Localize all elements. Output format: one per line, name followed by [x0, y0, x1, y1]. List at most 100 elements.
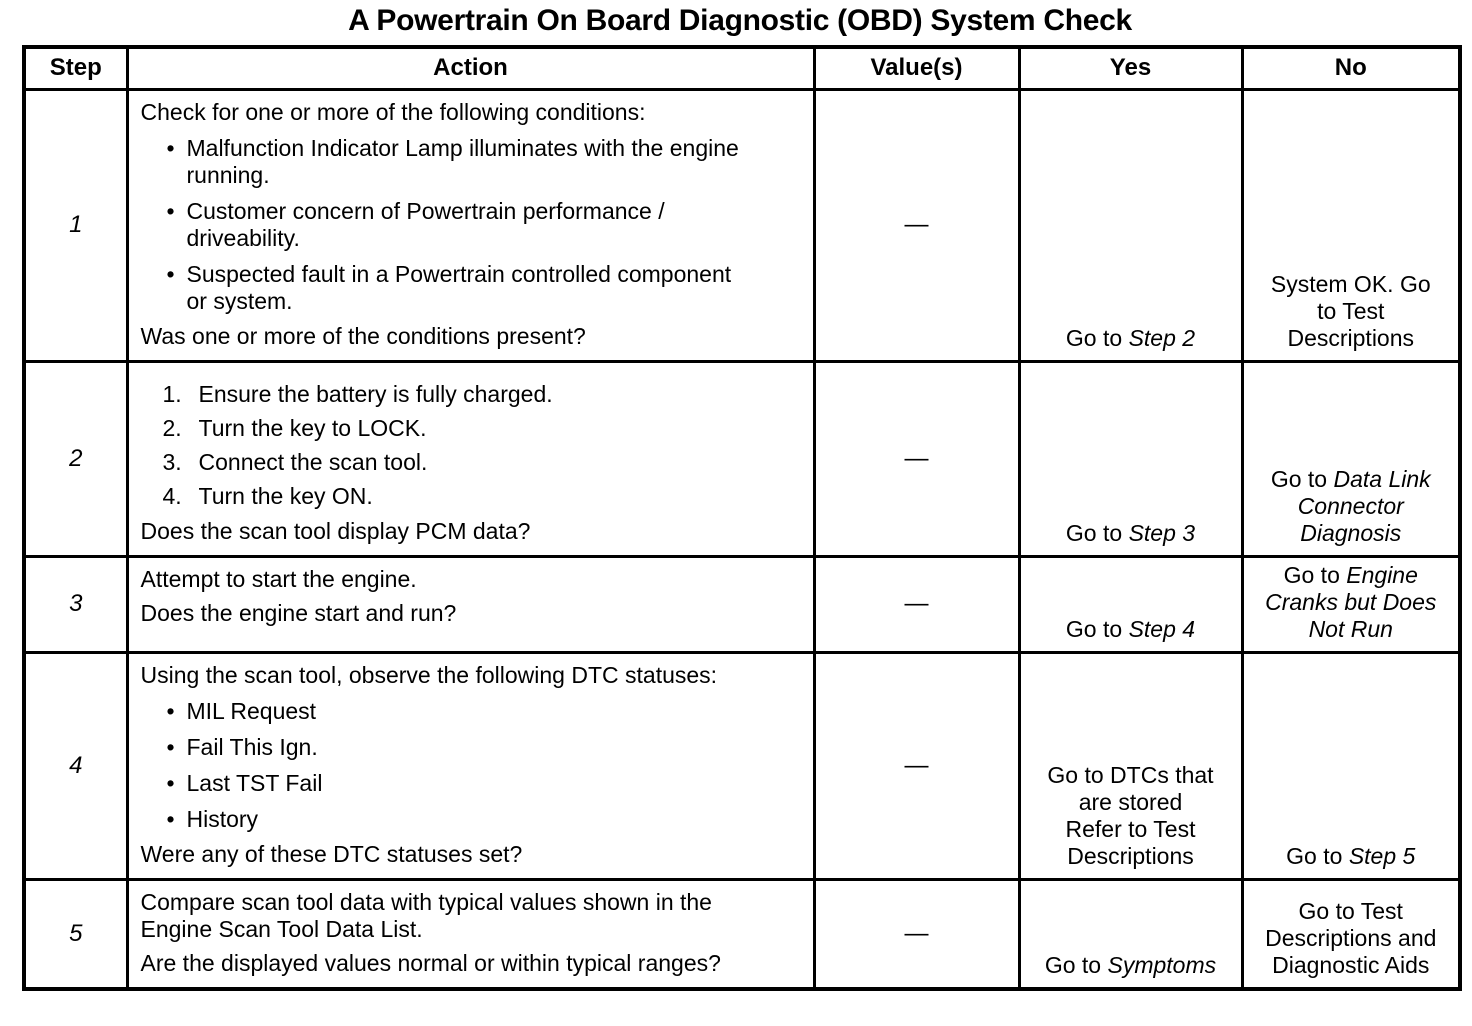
yes-cell: Go to Symptoms: [1017, 877, 1244, 990]
list-item-text: Last TST Fail: [186, 769, 323, 796]
action-cell: Using the scan tool, observe the followi…: [125, 650, 816, 881]
table-row: 2 1. Ensure the battery is fully charged. 2…: [22, 359, 1462, 558]
table-row: 1 Check for one or more of the following …: [22, 87, 1462, 363]
text-run: System OK. Go to Test Descriptions: [1270, 270, 1431, 351]
yes-cell: Go to Step 2: [1017, 87, 1244, 363]
action-paragraph: Compare scan tool data with typical valu…: [140, 888, 712, 942]
action-paragraph: Does the scan tool display PCM data?: [140, 517, 531, 544]
bullet-icon: •: [166, 733, 175, 760]
bullet-icon: •: [166, 697, 175, 724]
text-run: Go to: [1065, 519, 1129, 546]
step-cell: 5: [22, 877, 129, 990]
value-dash: —: [904, 919, 929, 947]
value-cell: —: [812, 650, 1021, 881]
column-header-step: Step: [22, 45, 129, 91]
action-paragraph: Does the engine start and run?: [140, 599, 457, 626]
action-cell: 1. Ensure the battery is fully charged. 2.…: [125, 359, 816, 558]
list-number: 3.: [162, 448, 182, 475]
action-list: • Malfunction Indicator Lamp illuminates …: [141, 135, 803, 315]
no-cell: Go to Test Descriptions and Diagnostic A…: [1240, 877, 1462, 990]
text-run: Go to DTCs that are stored Refer to Test…: [1047, 761, 1214, 869]
yes-cell: Go to DTCs that are stored Refer to Test…: [1017, 650, 1244, 881]
italic-reference-text: Step 3: [1128, 519, 1196, 546]
list-item-text: Customer concern of Powertrain performan…: [186, 197, 665, 251]
list-item: • Customer concern of Powertrain performa…: [141, 198, 803, 252]
step-cell: 2: [22, 359, 129, 558]
value-cell: —: [812, 877, 1021, 990]
list-number: 4.: [162, 482, 182, 509]
value-cell: —: [812, 554, 1021, 654]
text-run: Go to: [1065, 324, 1129, 351]
list-item-text: Turn the key ON.: [198, 482, 373, 509]
action-paragraph: Attempt to start the engine.: [140, 565, 417, 592]
list-item: 1. Ensure the battery is fully charged.: [141, 381, 803, 408]
action-paragraph: Using the scan tool, observe the followi…: [140, 661, 718, 688]
action-cell: Check for one or more of the following c…: [125, 87, 816, 363]
column-header-yes: Yes: [1017, 45, 1244, 91]
no-cell: Go to Data Link Connector Diagnosis: [1240, 359, 1462, 558]
text-run: Go to: [1270, 465, 1334, 492]
bullet-icon: •: [166, 769, 175, 796]
yes-cell: Go to Step 4: [1017, 554, 1244, 654]
action-list: 1. Ensure the battery is fully charged. 2.…: [141, 381, 803, 510]
list-item: • Last TST Fail: [141, 770, 803, 797]
list-item: 2. Turn the key to LOCK.: [141, 415, 803, 442]
value-dash: —: [904, 590, 929, 617]
value-dash: —: [904, 751, 929, 779]
action-list: • MIL Request • Fail This Ign. • Last TST Fai…: [141, 698, 803, 833]
list-item: • Fail This Ign.: [141, 734, 803, 761]
list-item: 4. Turn the key ON.: [141, 483, 803, 510]
yes-cell: Go to Step 3: [1017, 359, 1244, 558]
italic-reference-text: Step 4: [1128, 615, 1196, 642]
action-paragraph: Are the displayed values normal or withi…: [140, 949, 721, 976]
no-cell: System OK. Go to Test Descriptions: [1240, 87, 1462, 363]
column-header-action: Action: [125, 45, 816, 91]
italic-reference-text: Data Link Connector Diagnosis: [1297, 465, 1431, 546]
list-item: • Suspected fault in a Powertrain control…: [141, 261, 803, 315]
bullet-icon: •: [166, 805, 175, 832]
text-run: Go to: [1065, 615, 1129, 642]
step-cell: 1: [22, 87, 129, 363]
list-item-text: Turn the key to LOCK.: [198, 414, 427, 441]
value-cell: —: [812, 87, 1021, 363]
step-cell: 4: [22, 650, 129, 881]
obd-check-table: Step Action Value(s) Yes No 1 Check for o…: [22, 45, 1462, 991]
italic-reference-text: Symptoms: [1107, 951, 1217, 978]
italic-reference-text: Engine Cranks but Does Not Run: [1265, 561, 1437, 642]
step-cell: 3: [22, 554, 129, 654]
no-cell: Go to Engine Cranks but Does Not Run: [1240, 554, 1462, 654]
list-item-text: Ensure the battery is fully charged.: [198, 380, 553, 407]
list-item-text: History: [186, 805, 259, 832]
bullet-icon: •: [166, 197, 175, 224]
action-paragraph: Were any of these DTC statuses set?: [140, 840, 523, 867]
value-dash: —: [904, 444, 929, 472]
header-row: Step Action Value(s) Yes No: [22, 45, 1462, 91]
page-title: A Powertrain On Board Diagnostic (OBD) S…: [348, 4, 1132, 37]
list-item-text: Suspected fault in a Powertrain controll…: [186, 260, 732, 314]
table-row: 3 Attempt to start the engine. Does the en…: [22, 554, 1462, 654]
text-run: Go to: [1283, 561, 1347, 588]
bullet-icon: •: [166, 260, 175, 287]
table-row: 4 Using the scan tool, observe the follow…: [22, 650, 1462, 881]
text-run: Go to: [1044, 951, 1108, 978]
no-cell: Go to Step 5: [1240, 650, 1462, 881]
list-number: 2.: [162, 414, 182, 441]
column-header-no: No: [1240, 45, 1462, 91]
list-number: 1.: [162, 380, 182, 407]
list-item-text: Fail This Ign.: [186, 733, 318, 760]
action-paragraph: Check for one or more of the following c…: [140, 98, 646, 125]
italic-reference-text: Step 2: [1128, 324, 1196, 351]
text-run: Go to Test Descriptions and Diagnostic A…: [1265, 897, 1437, 978]
list-item-text: MIL Request: [186, 697, 317, 724]
list-item: • Malfunction Indicator Lamp illuminates …: [141, 135, 803, 189]
action-paragraph: Was one or more of the conditions presen…: [140, 322, 586, 349]
list-item: 3. Connect the scan tool.: [141, 449, 803, 476]
list-item-text: Connect the scan tool.: [198, 448, 428, 475]
list-item: • History: [141, 806, 803, 833]
action-cell: Compare scan tool data with typical valu…: [125, 877, 816, 990]
list-item: • MIL Request: [141, 698, 803, 725]
bullet-icon: •: [166, 134, 175, 161]
column-header-values: Value(s): [812, 45, 1021, 91]
list-item-text: Malfunction Indicator Lamp illuminates w…: [186, 134, 739, 188]
